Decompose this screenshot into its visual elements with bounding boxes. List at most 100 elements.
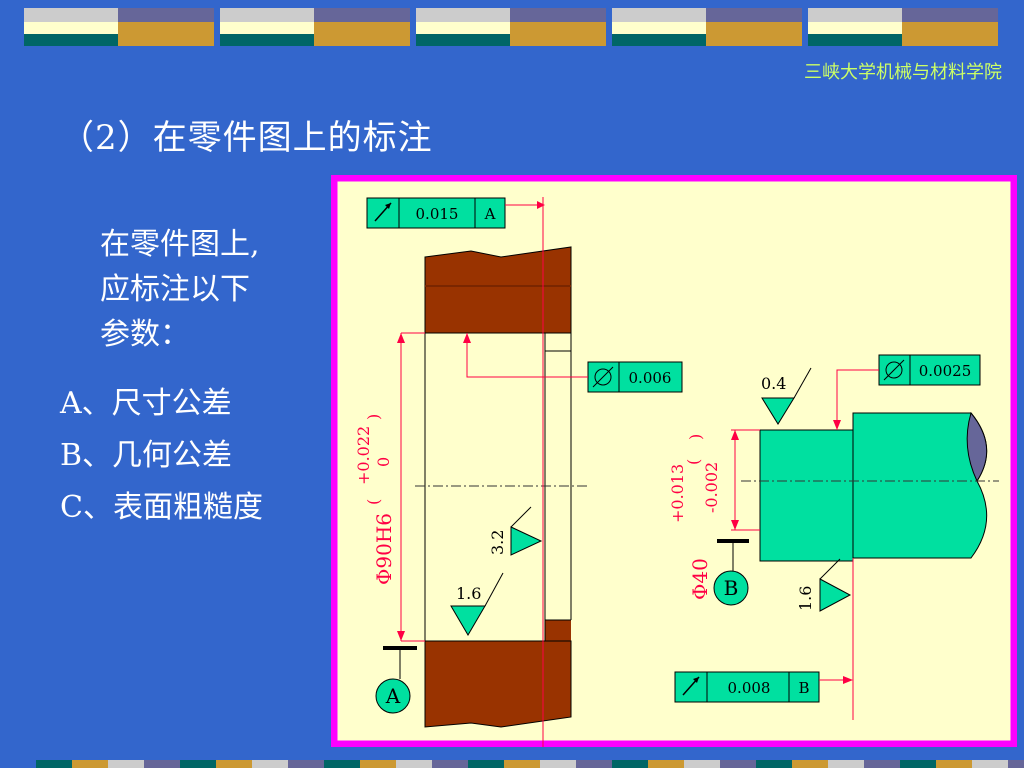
- institution-name: 三峡大学机械与材料学院: [804, 62, 1002, 83]
- datum-b-symbol: [713, 570, 749, 606]
- header-block: [416, 34, 510, 46]
- shaft-small-step: [759, 429, 854, 562]
- header-block: [24, 34, 118, 46]
- param-surface-roughness: C、表面粗糙度: [60, 490, 263, 525]
- svg-text:): ): [686, 434, 705, 440]
- footer-block: [864, 760, 900, 768]
- runout-arrow-icon: [682, 676, 700, 696]
- footer-block: [1008, 760, 1024, 768]
- footer-block: [972, 760, 1008, 768]
- footer-block: [612, 760, 648, 768]
- header-block: [118, 22, 214, 34]
- footer-block: [108, 760, 144, 768]
- intro-line: 参数：: [100, 317, 190, 352]
- header-block: [314, 8, 410, 22]
- footer-block: [36, 760, 72, 768]
- footer-block: [576, 760, 612, 768]
- param-dimension-tolerance: A、尺寸公差: [60, 386, 232, 421]
- param-geometric-tolerance: B、几何公差: [60, 438, 233, 473]
- header-block: [902, 22, 998, 34]
- header-block: [24, 22, 118, 34]
- header-block: [510, 8, 606, 22]
- header-block: [118, 8, 214, 22]
- intro-text: 在零件图上, 应标注以下 参数：: [100, 222, 260, 357]
- header-block: [416, 8, 510, 22]
- roughness-bore-face: 1.6: [450, 572, 504, 636]
- footer-block: [432, 760, 468, 768]
- runout-frame-a: 0.015 A: [366, 197, 506, 229]
- runout-b-datum: B: [798, 679, 809, 697]
- header-block: [24, 8, 118, 22]
- footer-block: [936, 760, 972, 768]
- cylindricity-icon: [883, 359, 905, 381]
- lower-step: [425, 620, 571, 641]
- footer-block: [648, 760, 684, 768]
- cylindricity-frame-right: 0.0025: [878, 354, 981, 386]
- footer-decoration: [36, 760, 1024, 768]
- cylindricity-right-tolerance: 0.0025: [919, 362, 972, 380]
- header-block: [808, 22, 902, 34]
- cylindricity-icon: [592, 366, 614, 388]
- header-block: [612, 8, 706, 22]
- datum-b-label: B: [724, 576, 739, 600]
- header-block: [808, 34, 902, 46]
- part-drawing: 0.015 A 0.006 Φ90H6 +0.022 0 ( ) 3.2 1.6: [331, 175, 1017, 747]
- roughness-shaft-side: 1.6: [796, 558, 852, 612]
- footer-block: [252, 760, 288, 768]
- runout-a-tolerance: 0.015: [416, 205, 459, 223]
- header-block: [902, 8, 998, 22]
- footer-block: [684, 760, 720, 768]
- intro-line: 应标注以下: [100, 272, 250, 307]
- bore-dimension-main: Φ90H6: [372, 513, 396, 585]
- header-block: [314, 34, 410, 46]
- footer-block: [288, 760, 324, 768]
- cylindricity-left-tolerance: 0.006: [629, 369, 672, 387]
- footer-block: [72, 760, 108, 768]
- footer-block: [216, 760, 252, 768]
- footer-block: [828, 760, 864, 768]
- bore-dimension-upper: +0.022: [354, 426, 373, 485]
- shaft-dimension-upper: +0.013: [668, 464, 687, 523]
- header-block: [706, 34, 802, 46]
- roughness-bore-inner-value: 3.2: [488, 530, 507, 555]
- footer-block: [360, 760, 396, 768]
- slide-title: （2）在零件图上的标注: [60, 118, 433, 158]
- footer-block: [324, 760, 360, 768]
- footer-block: [792, 760, 828, 768]
- footer-block: [540, 760, 576, 768]
- shaft-dimension-lower: -0.002: [702, 462, 721, 513]
- footer-block: [144, 760, 180, 768]
- datum-a-symbol: [375, 678, 411, 714]
- footer-block: [900, 760, 936, 768]
- footer-block: [756, 760, 792, 768]
- header-block: [510, 34, 606, 46]
- svg-text:(: (: [364, 499, 383, 505]
- parameter-list: A、尺寸公差 B、几何公差 C、表面粗糙度: [60, 378, 263, 534]
- footer-block: [468, 760, 504, 768]
- shaft-large-step: [852, 412, 988, 559]
- header-block: [612, 22, 706, 34]
- header-block: [902, 34, 998, 46]
- intro-line: 在零件图上,: [100, 227, 260, 262]
- roughness-bore-inner: 3.2: [488, 506, 543, 556]
- header-decoration: [24, 8, 998, 46]
- runout-a-datum: A: [484, 205, 496, 223]
- footer-block: [720, 760, 756, 768]
- runout-b-tolerance: 0.008: [728, 679, 771, 697]
- cylindricity-frame-left: 0.006: [587, 361, 683, 393]
- roughness-shaft-side-value: 1.6: [796, 586, 815, 611]
- footer-block: [504, 760, 540, 768]
- header-block: [416, 22, 510, 34]
- header-block: [220, 34, 314, 46]
- roughness-shaft-top: 0.4: [761, 367, 812, 425]
- lower-section: [424, 640, 572, 728]
- svg-text:): ): [364, 414, 383, 420]
- header-block: [808, 8, 902, 22]
- runout-arrow-icon: [374, 202, 392, 222]
- roughness-bore-face-value: 1.6: [456, 584, 481, 603]
- header-block: [612, 34, 706, 46]
- header-block: [220, 22, 314, 34]
- shaft-dimension-main: Φ40: [688, 558, 712, 600]
- header-block: [510, 22, 606, 34]
- header-block: [314, 22, 410, 34]
